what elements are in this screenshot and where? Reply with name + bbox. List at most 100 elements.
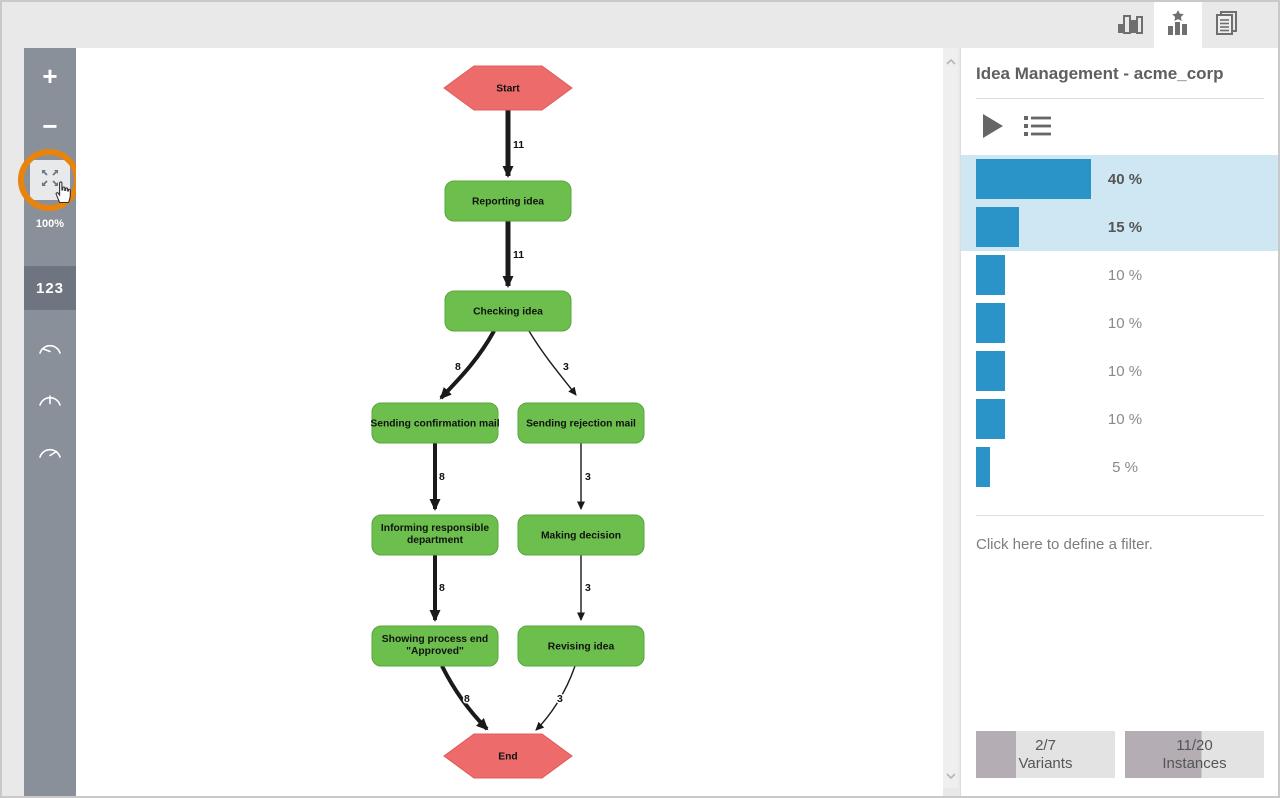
process-node-checking[interactable]: Checking idea: [444, 290, 572, 332]
decision-shape[interactable]: [517, 514, 645, 556]
variant-bar[interactable]: [976, 351, 1005, 391]
variant-percent-label: 10 %: [1107, 266, 1143, 284]
variants-label: Variants: [1018, 754, 1073, 772]
process-node-confirm[interactable]: Sending confirmation mail: [370, 402, 500, 444]
revise-shape[interactable]: [517, 625, 645, 667]
node-label: Making decision: [541, 531, 621, 542]
variant-bar[interactable]: [976, 159, 1091, 199]
divider: [976, 98, 1264, 99]
edge-revise-end[interactable]: [535, 665, 576, 731]
define-filter-link[interactable]: Click here to define a filter.: [976, 536, 1153, 553]
variant-percent-label: 5 %: [1112, 458, 1138, 476]
variant-bar[interactable]: [976, 447, 991, 487]
edge-count-label: 11: [513, 249, 524, 261]
play-button[interactable]: [982, 113, 1004, 144]
edge-count-label: 8: [464, 693, 470, 705]
node-label: End: [498, 752, 517, 763]
gauge-mid-icon: [36, 389, 64, 413]
process-node-reject[interactable]: Sending rejection mail: [517, 402, 645, 444]
variant-bar[interactable]: [976, 303, 1005, 343]
node-label: Sending confirmation mail: [370, 419, 499, 430]
edge-count-label: 3: [557, 693, 563, 705]
variant-row[interactable]: 40 %: [961, 155, 1278, 203]
node-label: Showing process end"Approved": [382, 634, 488, 657]
process-node-end[interactable]: End: [443, 733, 573, 779]
panel-title: Idea Management - acme_corp: [976, 64, 1224, 83]
confirm-shape[interactable]: [371, 402, 499, 444]
process-node-revise[interactable]: Revising idea: [517, 625, 645, 667]
variant-bar[interactable]: [976, 255, 1005, 295]
edge-count-label: 3: [585, 582, 591, 594]
variant-bar[interactable]: [976, 207, 1020, 247]
checking-shape[interactable]: [444, 290, 572, 332]
start-shape[interactable]: [443, 65, 573, 111]
node-label: Revising idea: [548, 642, 615, 653]
variant-percent-label: 10 %: [1107, 410, 1143, 428]
instances-label: Instances: [1162, 754, 1227, 772]
variant-row[interactable]: 10 %: [961, 347, 1278, 395]
panel-actions: [982, 113, 1264, 143]
zoom-level-label: 100%: [35, 218, 65, 230]
process-node-start[interactable]: Start: [443, 65, 573, 111]
gauge-high-icon: [36, 441, 64, 465]
show-numbers-button[interactable]: 123: [24, 266, 76, 310]
reject-shape[interactable]: [517, 402, 645, 444]
inform-shape[interactable]: [371, 514, 499, 556]
variant-row[interactable]: 10 %: [961, 395, 1278, 443]
zoom-out-button[interactable]: −: [42, 110, 58, 141]
tab-document[interactable]: [1202, 2, 1250, 48]
variant-row[interactable]: 15 %: [961, 203, 1278, 251]
end-shape[interactable]: [443, 733, 573, 779]
process-node-showend[interactable]: Showing process end"Approved": [371, 625, 499, 667]
edge-count-label: 3: [563, 361, 569, 373]
variant-row[interactable]: 10 %: [961, 251, 1278, 299]
gauge-mid-button[interactable]: [30, 388, 70, 414]
variant-frequency-chart: 40 %15 % 10 % 10 % 10 % 10 % 5 %: [961, 155, 1278, 491]
instances-value: 11/20: [1176, 736, 1213, 754]
edge-count-label: 11: [513, 139, 524, 151]
scroll-up-icon[interactable]: [945, 52, 956, 70]
gauge-low-button[interactable]: [30, 336, 70, 362]
tab-variants[interactable]: [1154, 2, 1202, 48]
fit-to-screen-icon: [39, 167, 61, 194]
node-label: Reporting idea: [472, 197, 544, 208]
edge-showend-end[interactable]: [440, 665, 489, 731]
variants-button[interactable]: 2/7 Variants: [976, 731, 1115, 778]
node-label: Sending rejection mail: [526, 419, 636, 430]
instances-button[interactable]: 11/20 Instances: [1125, 731, 1264, 778]
canvas-vertical-scrollbar[interactable]: [943, 48, 958, 788]
edge-checking-confirm[interactable]: [439, 330, 496, 400]
variant-percent-label: 10 %: [1107, 314, 1143, 332]
play-icon: [982, 113, 1004, 144]
variant-percent-label: 10 %: [1107, 362, 1143, 380]
document-icon: [1213, 10, 1239, 41]
grouped-bar-chart-icon: [1117, 11, 1143, 40]
tab-grouped-bars[interactable]: [1106, 2, 1154, 48]
variant-row[interactable]: 10 %: [961, 299, 1278, 347]
gauge-high-button[interactable]: [30, 440, 70, 466]
reporting-shape[interactable]: [444, 180, 572, 222]
process-node-reporting[interactable]: Reporting idea: [444, 180, 572, 222]
variants-value: 2/7: [1035, 736, 1056, 754]
showend-shape[interactable]: [371, 625, 499, 667]
fit-to-screen-button[interactable]: [30, 160, 70, 200]
list-view-button[interactable]: [1024, 115, 1052, 142]
zoom-in-button[interactable]: +: [42, 60, 58, 91]
scroll-down-icon[interactable]: [945, 766, 956, 784]
edge-checking-reject[interactable]: [528, 330, 577, 396]
variant-row[interactable]: 5 %: [961, 443, 1278, 491]
edge-count-label: 8: [455, 361, 461, 373]
fit-to-screen-wrap: [18, 149, 80, 211]
spacer: [976, 553, 1264, 731]
variant-bar[interactable]: [976, 399, 1005, 439]
list-icon: [1024, 115, 1052, 142]
edge-count-label: 8: [439, 471, 445, 483]
edge-count-label: 3: [585, 471, 591, 483]
process-node-decision[interactable]: Making decision: [517, 514, 645, 556]
edge-count-label: 8: [439, 582, 445, 594]
